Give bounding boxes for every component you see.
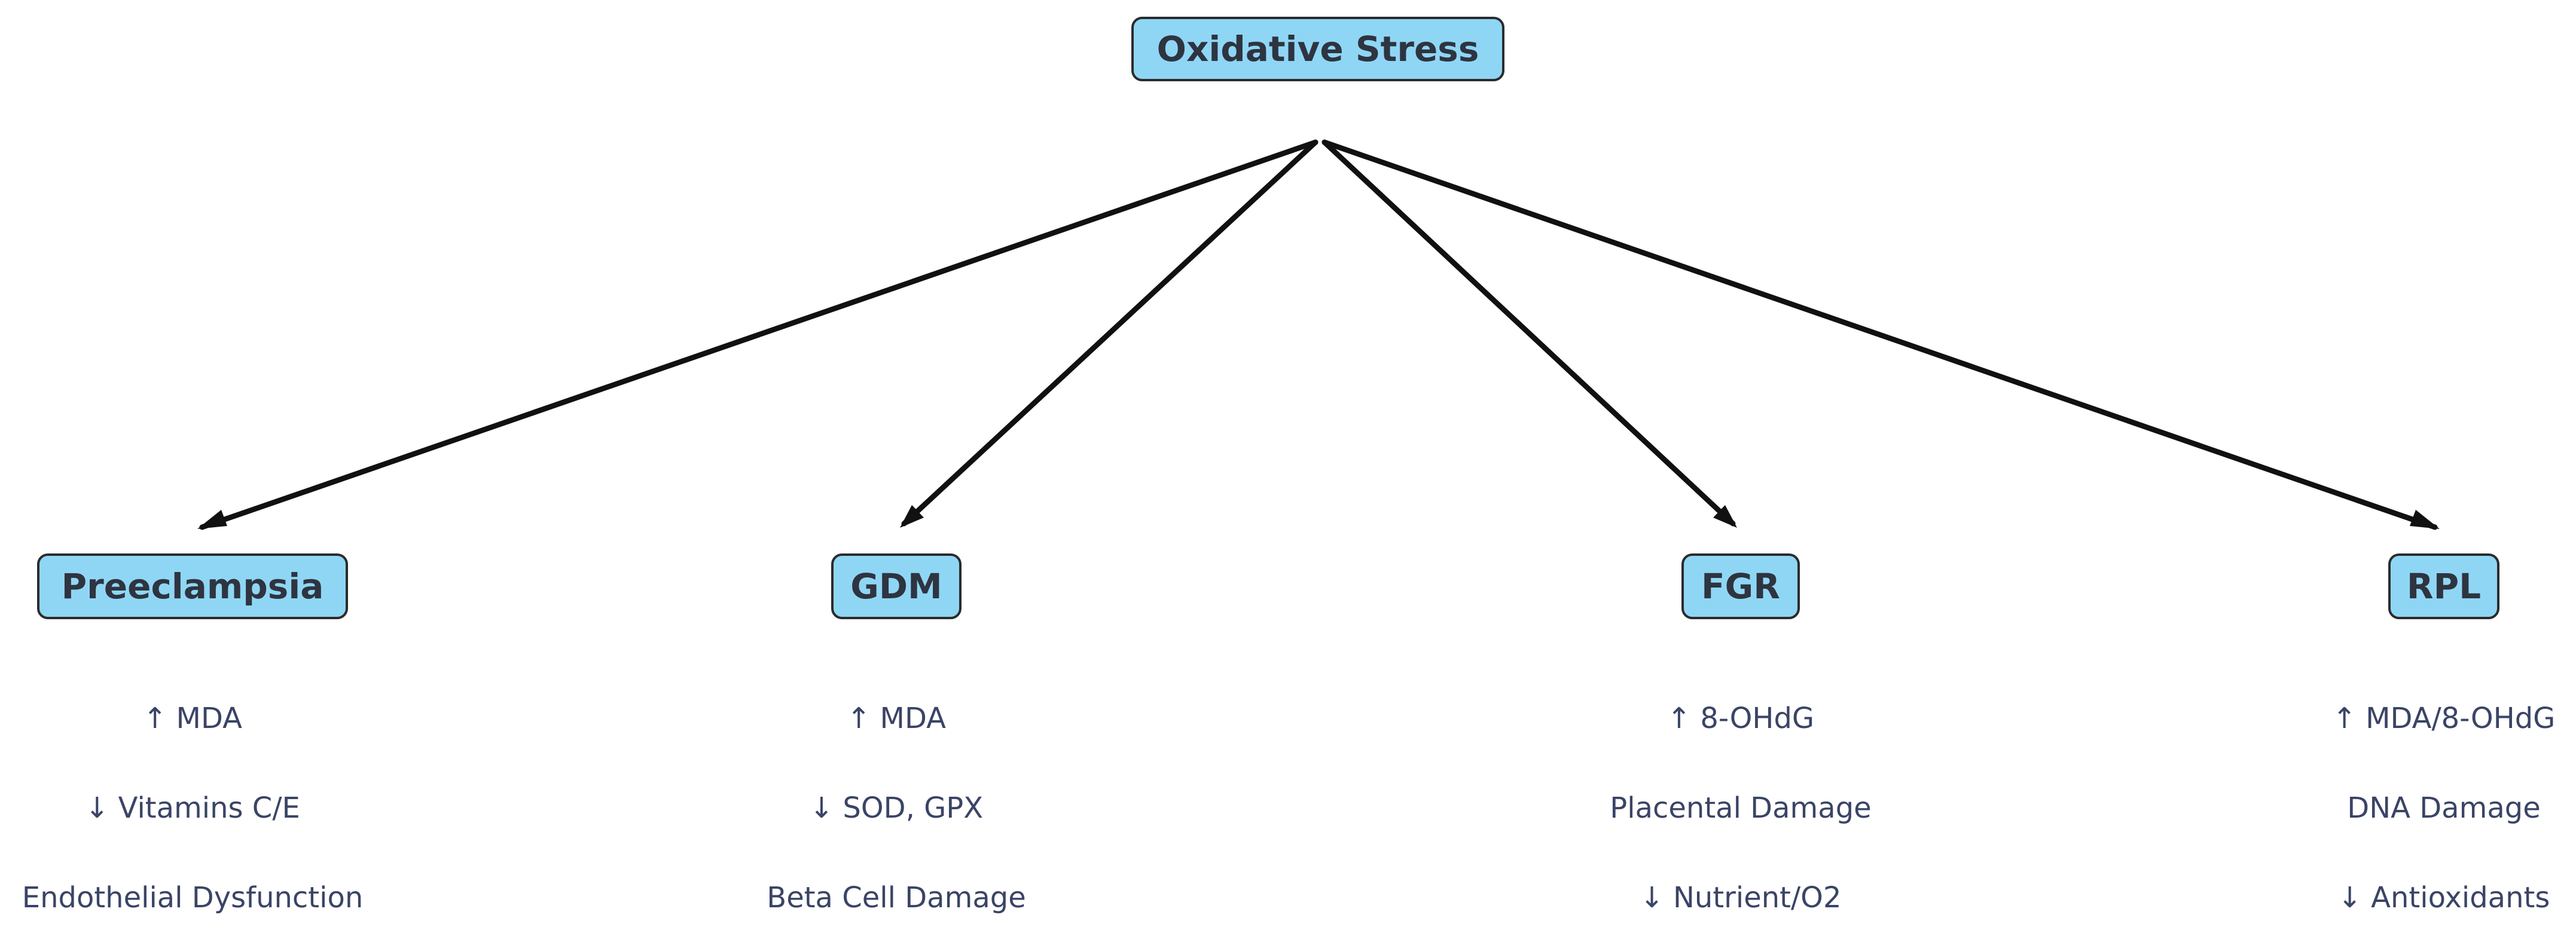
detail-gdm-3: Beta Cell Damage — [767, 881, 1026, 914]
detail-preeclampsia-1: ↑ MDA — [143, 702, 242, 735]
edge-root-to-preeclampsia — [199, 139, 1318, 530]
detail-preeclampsia-2: ↓ Vitamins C/E — [85, 791, 300, 825]
arrowhead-rpl — [2410, 510, 2440, 529]
arrowhead-fgr — [1713, 505, 1737, 528]
detail-fgr-3: ↓ Nutrient/O2 — [1640, 881, 1842, 914]
child-node-label: Preeclampsia — [61, 566, 324, 607]
edge-root-to-gdm — [901, 139, 1318, 527]
detail-preeclampsia-3: Endothelial Dysfunction — [22, 881, 364, 914]
arrowhead-gdm — [900, 505, 924, 528]
child-node-label: RPL — [2406, 566, 2482, 607]
root-node-label: Oxidative Stress — [1156, 29, 1479, 69]
detail-fgr-1: ↑ 8-OHdG — [1667, 702, 1815, 735]
arrowhead-preeclampsia — [197, 510, 227, 529]
detail-gdm-1: ↑ MDA — [847, 702, 946, 735]
edge-root-to-fgr — [1321, 139, 1736, 527]
detail-rpl-3: ↓ Antioxidants — [2337, 881, 2550, 914]
child-node-rpl: RPL — [2388, 553, 2499, 619]
child-node-gdm: GDM — [831, 553, 962, 619]
detail-gdm-2: ↓ SOD, GPX — [809, 791, 984, 825]
edge-root-to-rpl — [1321, 139, 2438, 530]
detail-rpl-1: ↑ MDA/8-OHdG — [2332, 702, 2556, 735]
child-node-label: GDM — [850, 566, 942, 607]
child-node-label: FGR — [1701, 566, 1780, 607]
child-node-preeclampsia: Preeclampsia — [37, 553, 348, 619]
child-node-fgr: FGR — [1681, 553, 1800, 619]
detail-rpl-2: DNA Damage — [2347, 791, 2541, 825]
root-node: Oxidative Stress — [1131, 17, 1504, 81]
detail-fgr-2: Placental Damage — [1610, 791, 1872, 825]
